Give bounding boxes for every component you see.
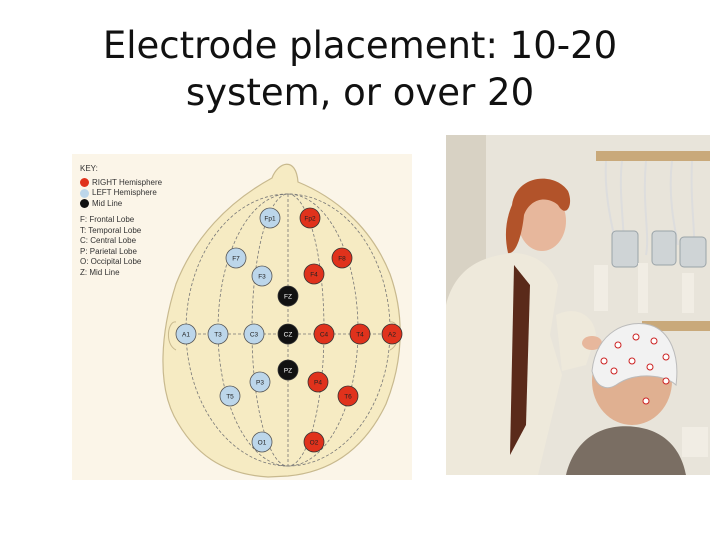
electrode-label-fp1: Fp1 — [264, 216, 276, 223]
electrode-t6 — [337, 385, 359, 407]
legend-left: LEFT Hemisphere — [80, 188, 162, 199]
electrode-p3 — [249, 371, 271, 393]
electrode-c3 — [243, 323, 265, 345]
lobe-p: P: Parietal Lobe — [80, 246, 137, 256]
electrode-label-pz: PZ — [284, 368, 292, 375]
electrode-pz — [277, 359, 299, 381]
lobe-o: O: Occipital Lobe — [80, 257, 142, 266]
head-outline — [162, 163, 401, 478]
electrode-fz — [277, 285, 299, 307]
legend-mid: Mid Line — [80, 199, 162, 210]
electrode-label-fz: FZ — [284, 294, 292, 301]
electrode-a1 — [175, 323, 197, 345]
electrode-label-t4: T4 — [356, 332, 364, 339]
electrode-t3 — [207, 323, 229, 345]
electrode-o2 — [303, 431, 325, 453]
eeg-photo-illustration — [446, 135, 710, 475]
legend-right-label: RIGHT Hemisphere — [92, 177, 163, 187]
electrode-label-f3: F3 — [258, 274, 266, 281]
electrode-f8 — [331, 247, 353, 269]
electrode-fp1 — [259, 207, 281, 229]
left-ear — [168, 321, 177, 351]
key-header: KEY: — [80, 164, 98, 173]
electrode-label-o2: O2 — [310, 440, 319, 447]
electrode-p4 — [307, 371, 329, 393]
slide-title: Electrode placement: 10-20 system, or ov… — [0, 22, 720, 116]
eeg-photo — [446, 135, 710, 475]
legend-left-label: LEFT Hemisphere — [92, 188, 157, 197]
electrode-label-p3: P3 — [256, 380, 264, 387]
title-line-1: Electrode placement: 10-20 — [102, 24, 618, 67]
electrode-label-o1: O1 — [258, 440, 267, 447]
electrode-label-f4: F4 — [310, 272, 318, 279]
lobe-z: Z: Mid Line — [80, 267, 120, 277]
diagram-key: KEY: RIGHT Hemisphere LEFT Hemisphere Mi… — [80, 164, 162, 278]
electrode-label-c3: C3 — [250, 332, 259, 339]
electrode-label-f8: F8 — [338, 256, 346, 263]
electrode-c4 — [313, 323, 335, 345]
electrode-cz — [277, 323, 299, 345]
legend-mid-label: Mid Line — [92, 198, 123, 208]
lobe-f: F: Frontal Lobe — [80, 215, 135, 224]
electrode-label-a1: A1 — [182, 332, 190, 339]
electrode-label-t3: T3 — [214, 332, 222, 339]
lobe-c: C: Central Lobe — [80, 236, 137, 245]
legend-left-dot — [80, 188, 89, 198]
electrode-label-p4: P4 — [314, 380, 322, 387]
electrode-label-f7: F7 — [232, 256, 240, 263]
electrode-a2 — [381, 323, 403, 345]
legend-mid-dot — [80, 199, 89, 209]
legend-right: RIGHT Hemisphere — [80, 178, 162, 189]
electrode-label-a2: A2 — [388, 332, 396, 339]
electrode-t5 — [219, 385, 241, 407]
electrode-label-t5: T5 — [226, 394, 234, 401]
electrode-label-cz: CZ — [284, 332, 293, 339]
title-line-2: system, or over 20 — [185, 71, 535, 114]
legend-right-dot — [80, 178, 89, 188]
electrode-f4 — [303, 263, 325, 285]
electrode-label-t6: T6 — [344, 394, 352, 401]
electrode-o1 — [251, 431, 273, 453]
electrode-fp2 — [299, 207, 321, 229]
electrode-t4 — [349, 323, 371, 345]
electrode-f7 — [225, 247, 247, 269]
lobe-t: T: Temporal Lobe — [80, 225, 142, 235]
electrode-f3 — [251, 265, 273, 287]
electrode-label-fp2: Fp2 — [304, 216, 316, 223]
electrode-label-c4: C4 — [320, 332, 329, 339]
